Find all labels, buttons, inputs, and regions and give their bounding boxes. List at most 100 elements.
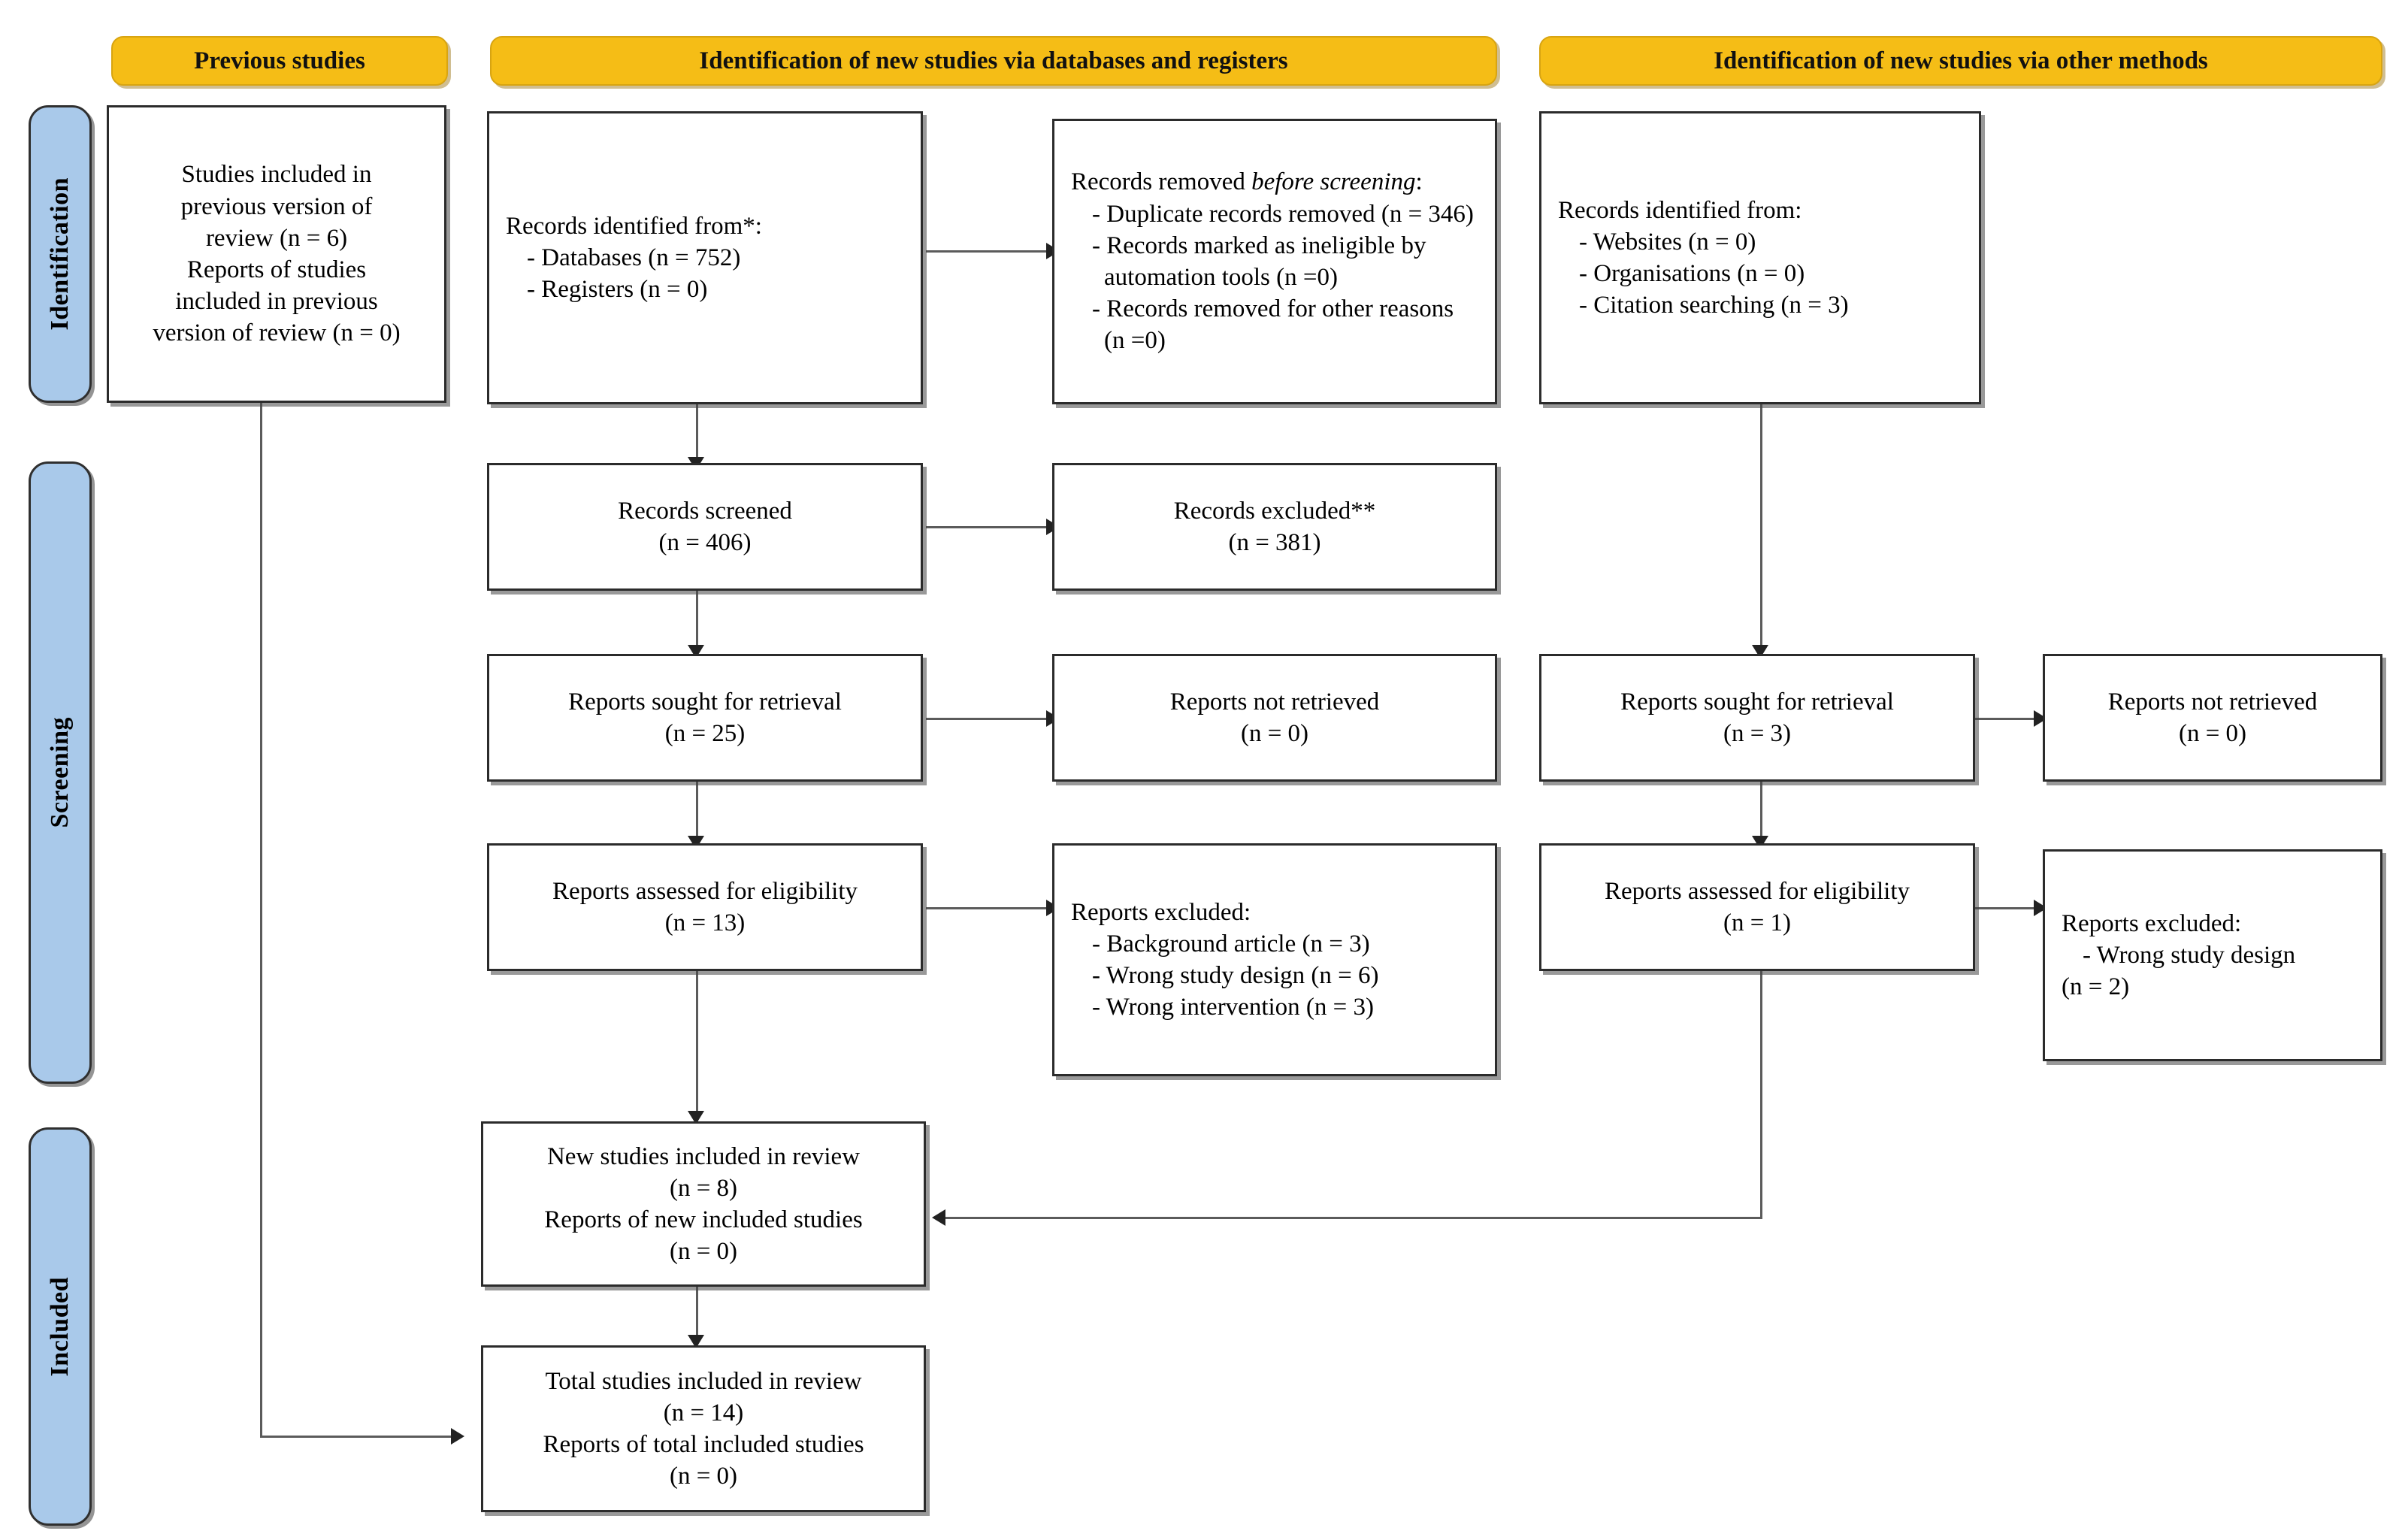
reports-excluded-other-heading: Reports excluded:: [2062, 909, 2242, 937]
connector-assessed-to-newstudies: [696, 971, 698, 1121]
stage-label-identification: Identification: [46, 177, 74, 331]
connector-othersought-to-assessed: [1760, 782, 1762, 842]
records-identified-item-databases: - Databases (n = 752): [527, 244, 741, 271]
box-reports-excluded-db: Reports excluded: - Background article (…: [1052, 843, 1497, 1076]
new-studies-line-3: Reports of new included studies: [544, 1206, 863, 1233]
other-identified-list: - Websites (n = 0) - Organisations (n = …: [1558, 226, 1962, 322]
header-other-methods: Identification of new studies via other …: [1539, 36, 2382, 86]
new-studies-line-2: (n = 8): [669, 1174, 738, 1202]
reports-excluded-db-item-background: - Background article (n = 3): [1092, 930, 1370, 958]
connector-identified-to-screened: [696, 404, 698, 463]
reports-excluded-other-item-design: - Wrong study design: [2083, 941, 2296, 969]
reports-not-retrieved-other-line-1: Reports not retrieved: [2107, 688, 2318, 716]
reports-not-retrieved-other-line-2: (n = 0): [2178, 720, 2247, 747]
records-identified-heading: Records identified from*:: [506, 212, 762, 240]
header-previous-studies-label: Previous studies: [194, 47, 365, 74]
connector-otherassessed-to-newstudies-vertical: [1760, 971, 1762, 1219]
reports-assessed-other-line-2: (n = 1): [1723, 909, 1792, 936]
box-total-studies-included: Total studies included in review (n = 14…: [481, 1345, 926, 1512]
total-studies-line-4: (n = 0): [669, 1463, 738, 1490]
other-identified-item-citation: - Citation searching (n = 3): [1579, 292, 1849, 319]
arrow-assessed-to-newstudies: [688, 1111, 704, 1124]
total-studies-line-2: (n = 14): [663, 1399, 744, 1427]
records-removed-heading: Records removed before screening:: [1071, 166, 1478, 198]
box-previous-studies: Studies included in previous version of …: [107, 105, 446, 403]
records-excluded-line-1: Records excluded**: [1173, 497, 1376, 525]
previous-studies-line-1: Studies included in: [181, 161, 372, 189]
records-excluded-line-2: (n = 381): [1228, 529, 1321, 556]
previous-studies-line-3: review (n = 6): [205, 224, 348, 252]
reports-excluded-db-item-design: - Wrong study design (n = 6): [1092, 962, 1379, 989]
records-removed-heading-tail: :: [1415, 168, 1423, 196]
reports-sought-db-line-1: Reports sought for retrieval: [568, 688, 842, 716]
header-databases-registers: Identification of new studies via databa…: [490, 36, 1497, 86]
reports-excluded-db-list: - Background article (n = 3) - Wrong stu…: [1071, 928, 1478, 1024]
records-removed-item-duplicates: - Duplicate records removed (n = 346): [1092, 200, 1474, 228]
records-removed-heading-italic: before screening: [1251, 168, 1416, 196]
box-records-screened: Records screened (n = 406): [487, 463, 923, 591]
connector-othersought-to-notretrieved: [1974, 718, 2041, 720]
reports-excluded-db-heading: Reports excluded:: [1071, 898, 1251, 926]
new-studies-line-4: (n = 0): [669, 1238, 738, 1266]
header-previous-studies: Previous studies: [111, 36, 448, 86]
connector-screened-to-sought: [696, 591, 698, 651]
other-identified-heading: Records identified from:: [1558, 196, 1802, 224]
connector-otheridentified-to-sought: [1760, 404, 1762, 654]
box-reports-sought-db: Reports sought for retrieval (n = 25): [487, 654, 923, 782]
connector-newstudies-to-total: [696, 1287, 698, 1341]
connector-previous-to-total-horizontal: [260, 1436, 461, 1438]
records-removed-list: - Duplicate records removed (n = 346) - …: [1071, 198, 1478, 357]
reports-assessed-db-line-1: Reports assessed for eligibility: [552, 877, 858, 905]
connector-identified-to-removed: [926, 250, 1052, 253]
box-records-identified: Records identified from*: - Databases (n…: [487, 111, 923, 404]
reports-not-retrieved-db-line-2: (n = 0): [1240, 720, 1309, 747]
box-new-studies-included: New studies included in review (n = 8) R…: [481, 1121, 926, 1287]
records-screened-line-2: (n = 406): [658, 529, 752, 556]
records-identified-item-registers: - Registers (n = 0): [527, 276, 708, 304]
connector-assessed-to-excluded: [926, 907, 1052, 909]
other-identified-item-organisations: - Organisations (n = 0): [1579, 260, 1805, 287]
records-removed-item-other: - Records removed for other reasons (n =…: [1092, 295, 1454, 355]
reports-excluded-other-list: - Wrong study design (n = 2): [2062, 939, 2364, 1003]
records-identified-list: - Databases (n = 752) - Registers (n = 0…: [506, 242, 904, 305]
connector-sought-to-notretrieved: [926, 718, 1052, 720]
previous-studies-line-2: previous version of: [180, 192, 373, 220]
records-screened-line-1: Records screened: [618, 497, 792, 525]
connector-sought-to-assessed: [696, 782, 698, 842]
previous-studies-line-6: version of review (n = 0): [153, 319, 401, 347]
previous-studies-line-5: included in previous: [175, 288, 378, 316]
previous-studies-line-4: Reports of studies: [186, 256, 367, 283]
reports-assessed-db-line-2: (n = 13): [664, 909, 746, 936]
box-reports-not-retrieved-other: Reports not retrieved (n = 0): [2043, 654, 2382, 782]
box-reports-assessed-other: Reports assessed for eligibility (n = 1): [1539, 843, 1975, 971]
arrow-newstudies-to-total: [688, 1335, 704, 1348]
connector-otherassessed-to-excluded: [1974, 907, 2041, 909]
box-reports-sought-other: Reports sought for retrieval (n = 3): [1539, 654, 1975, 782]
total-studies-line-3: Reports of total included studies: [543, 1431, 864, 1458]
box-reports-excluded-other: Reports excluded: - Wrong study design (…: [2043, 849, 2382, 1061]
header-other-methods-label: Identification of new studies via other …: [1714, 47, 2208, 74]
stage-pill-screening: Screening: [29, 461, 92, 1084]
total-studies-line-1: Total studies included in review: [545, 1367, 862, 1395]
box-reports-not-retrieved-db: Reports not retrieved (n = 0): [1052, 654, 1497, 782]
records-removed-item-automation: - Records marked as ineligible by automa…: [1092, 231, 1426, 291]
reports-assessed-other-line-1: Reports assessed for eligibility: [1604, 877, 1910, 905]
box-records-excluded: Records excluded** (n = 381): [1052, 463, 1497, 591]
records-removed-heading-plain: Records removed: [1071, 168, 1252, 196]
box-other-identified: Records identified from: - Websites (n =…: [1539, 111, 1981, 404]
new-studies-line-1: New studies included in review: [546, 1142, 861, 1170]
stage-pill-included: Included: [29, 1127, 92, 1526]
arrow-previous-to-total: [451, 1428, 464, 1445]
reports-excluded-db-item-intervention: - Wrong intervention (n = 3): [1092, 994, 1375, 1021]
arrow-otherassessed-to-newstudies: [932, 1209, 945, 1226]
connector-screened-to-excluded: [926, 526, 1052, 528]
box-reports-assessed-db: Reports assessed for eligibility (n = 13…: [487, 843, 923, 971]
stage-label-included: Included: [46, 1276, 74, 1377]
reports-sought-db-line-2: (n = 25): [664, 720, 746, 747]
reports-sought-other-line-2: (n = 3): [1723, 720, 1792, 747]
header-databases-registers-label: Identification of new studies via databa…: [699, 47, 1288, 74]
box-records-removed: Records removed before screening: - Dupl…: [1052, 119, 1497, 404]
connector-otherassessed-to-newstudies-horizontal: [945, 1217, 1760, 1219]
stage-label-screening: Screening: [46, 717, 74, 828]
